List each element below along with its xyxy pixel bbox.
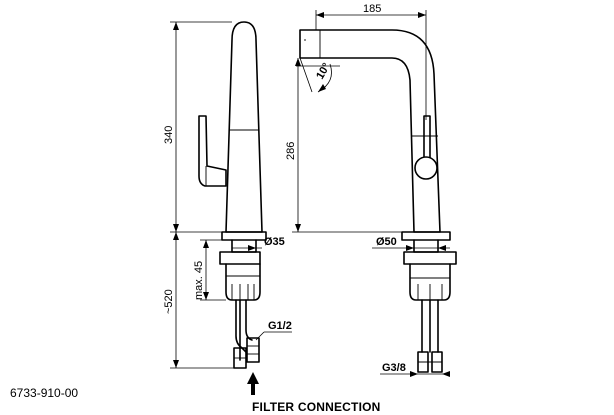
spout-outline: [299, 29, 441, 233]
dim-185-label: 185: [363, 3, 381, 15]
side-view: [198, 21, 267, 369]
side-shank: [231, 239, 257, 253]
side-dimensions: 340 ~520 max. 45 Ø35 G1/2: [163, 21, 292, 369]
front-view: [299, 29, 457, 373]
dim-35-arrow: [248, 245, 256, 251]
dim-520-arrow-bottom: [173, 360, 179, 368]
dim-340-label: 340: [163, 126, 175, 144]
side-thread-block: [225, 263, 261, 301]
dim-185-arrow-right: [418, 12, 426, 18]
dim-286-arrow-top: [295, 58, 301, 66]
dim-50-arrow-right: [438, 245, 446, 251]
filter-arrow: [247, 372, 259, 395]
dim-angle-tilt-line: [299, 57, 313, 93]
dim-185-arrow-left: [316, 12, 324, 18]
dim-45-arrow-top: [203, 240, 209, 248]
dim-520-label: ~520: [163, 289, 175, 314]
front-dimensions: 185 286 10° Ø50 G3/8: [285, 3, 450, 377]
dim-50-label: Ø50: [376, 236, 397, 248]
dim-g38-arrow-right: [442, 371, 450, 377]
dim-340-arrow-top: [173, 22, 179, 30]
filter-connection-label: FILTER CONNECTION: [252, 400, 381, 414]
side-body-outline: [225, 21, 263, 233]
dim-45-arrow-bottom: [203, 292, 209, 300]
dim-286-label: 286: [285, 142, 297, 160]
dim-g38-arrow-left: [410, 371, 418, 377]
dim-520-arrow-top: [173, 232, 179, 240]
dim-340-arrow-bottom: [173, 224, 179, 232]
filter-arrow-head: [247, 372, 259, 384]
side-base-plate: [221, 231, 267, 241]
filter-arrow-shaft: [251, 383, 255, 395]
front-nut: [403, 251, 457, 265]
front-shank: [413, 239, 439, 253]
side-fitting-filter: [246, 337, 260, 363]
dim-g12-label: G1/2: [268, 320, 292, 332]
dim-g12-leader: [255, 331, 265, 341]
front-lever-stem: [423, 115, 431, 159]
front-lever-knob: [414, 156, 438, 180]
dim-35-label: Ø35: [264, 236, 285, 248]
dim-g38-label: G3/8: [382, 362, 406, 374]
side-nut: [219, 251, 261, 265]
dim-286-arrow-bottom: [295, 224, 301, 232]
front-base-plate: [401, 231, 451, 241]
dim-45-label: max. 45: [193, 261, 205, 300]
document-code: 6733-910-00: [10, 386, 79, 400]
dim-50-arrow-left: [406, 245, 414, 251]
side-hose-2: [245, 299, 253, 341]
side-hose-1: [235, 299, 247, 353]
side-lever: [198, 115, 227, 187]
dim-angle-arrow: [318, 84, 326, 92]
